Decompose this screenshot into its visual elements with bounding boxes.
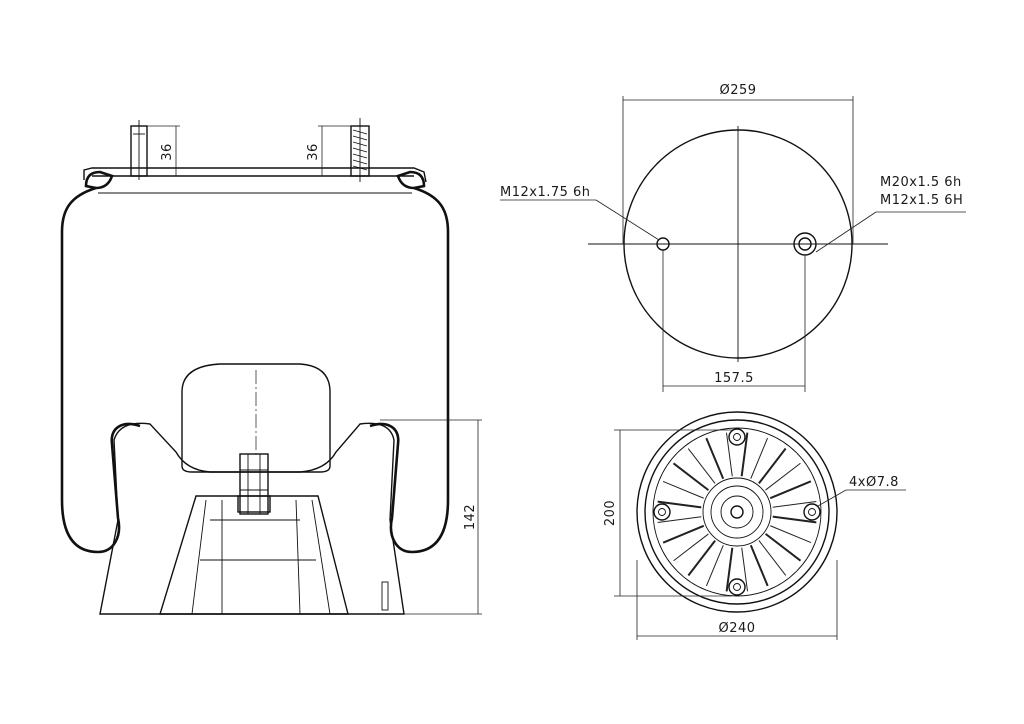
top-diameter-label: Ø259 <box>719 83 756 98</box>
right-stud-hole-outer <box>793 232 817 256</box>
base-rib <box>749 544 769 587</box>
base-rib <box>765 462 801 491</box>
base-rib <box>705 545 724 587</box>
base-rib <box>769 480 812 500</box>
base-rib <box>772 500 817 508</box>
base-rib <box>705 437 725 480</box>
stud-height-dimensions: 36 36 <box>147 125 351 176</box>
base-rib <box>657 500 702 509</box>
base-rib <box>662 524 705 544</box>
base-rib <box>687 539 716 577</box>
overall-height-dimension: 142 <box>380 419 482 615</box>
right-stud <box>350 118 370 182</box>
thread-right-2-label: M12x1.5 6H <box>880 193 963 208</box>
stud-spacing-label: 157.5 <box>714 371 754 386</box>
base-rib <box>725 432 733 477</box>
base-ribs <box>657 432 817 592</box>
base-rib <box>657 516 702 524</box>
thread-right-1-label: M20x1.5 6h <box>880 175 962 190</box>
base-outer-circle <box>636 411 838 613</box>
base-mounting-holes <box>653 428 821 596</box>
left-stud <box>130 120 148 180</box>
stud-height-right-label: 36 <box>306 143 321 161</box>
base-rib <box>764 533 802 562</box>
base-holes-label: 4xØ7.8 <box>849 475 899 490</box>
stud-height-left-label: 36 <box>160 143 175 161</box>
base-rib <box>662 480 704 499</box>
base-rib <box>740 432 749 477</box>
side-section-view: 36 36 <box>60 118 482 615</box>
base-rib <box>750 437 769 479</box>
base-height-label: 200 <box>603 500 618 526</box>
thread-left-label: M12x1.75 6h <box>500 185 591 200</box>
base-center-hole <box>730 505 744 519</box>
base-rib <box>673 533 709 562</box>
right-stud-hole-inner <box>798 237 812 251</box>
rubber-bumper <box>181 363 331 473</box>
base-rib <box>687 448 716 484</box>
bottom-view: 4xØ7.8 200 Ø240 <box>603 411 906 640</box>
base-rib <box>758 447 787 485</box>
overall-height-label: 142 <box>463 504 478 530</box>
piston-section <box>99 422 405 615</box>
base-rib <box>770 525 812 544</box>
base-rib <box>741 547 749 592</box>
base-rib <box>725 547 734 592</box>
base-rib <box>772 515 817 524</box>
base-rib <box>672 462 710 491</box>
top-view: Ø259 M12x1.75 6h M20x1.5 6h M12x1.5 6H 1… <box>500 83 966 392</box>
base-diameter-label: Ø240 <box>718 621 755 636</box>
top-bead-plate <box>83 167 427 194</box>
rubber-bellows <box>60 186 450 554</box>
base-rib <box>758 540 787 576</box>
